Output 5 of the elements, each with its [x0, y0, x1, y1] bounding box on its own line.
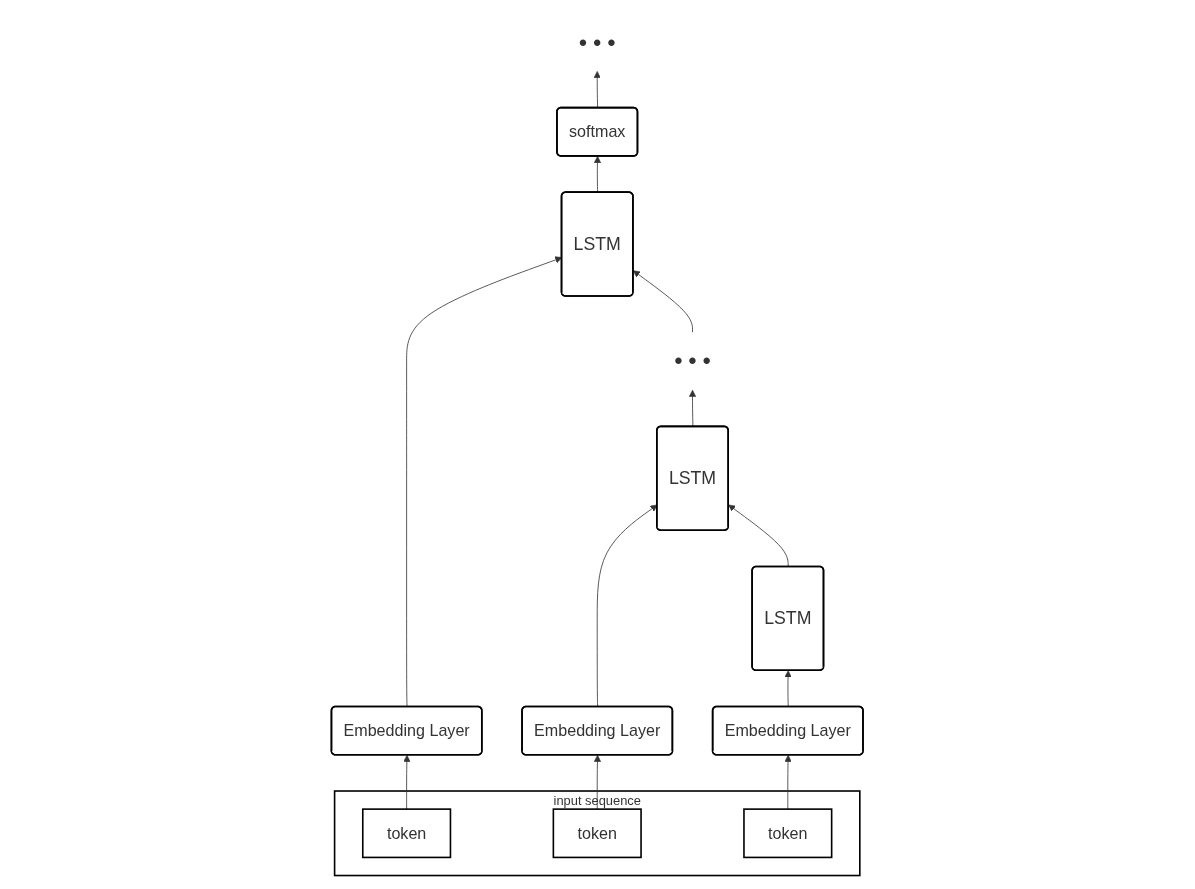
node-box: token — [362, 808, 452, 859]
node-text: • • • — [674, 348, 711, 374]
node-box: token — [743, 808, 833, 859]
node-box: token — [552, 808, 643, 859]
node-text: • • • — [579, 29, 616, 55]
